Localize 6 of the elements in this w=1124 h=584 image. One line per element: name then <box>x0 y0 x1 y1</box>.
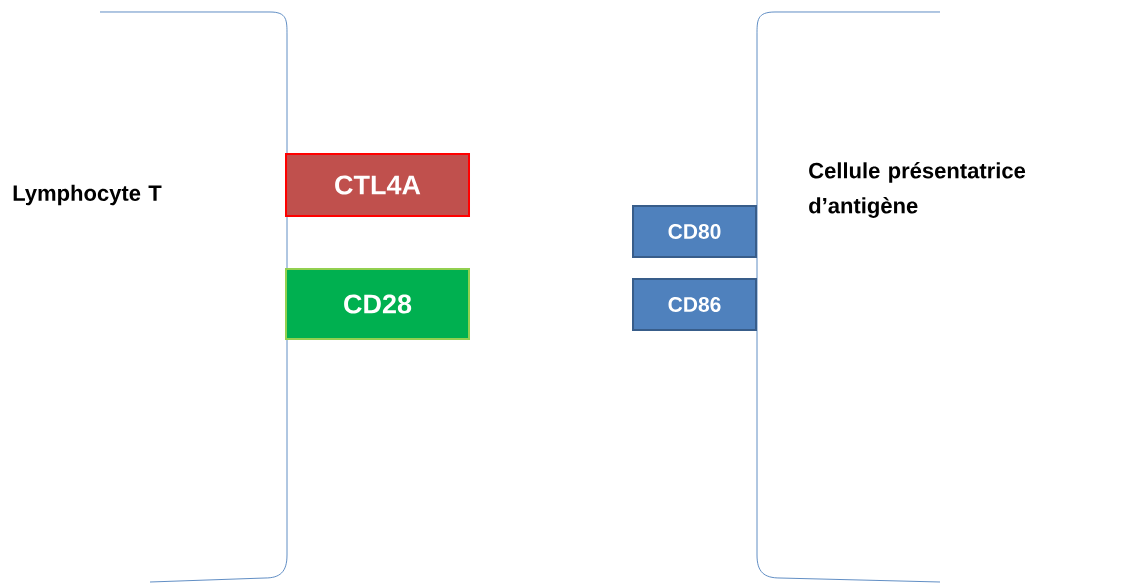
protein-box: CD28 <box>285 268 470 340</box>
protein-box: CTL4A <box>285 153 470 217</box>
cell-label: Lymphocyte T <box>13 184 162 206</box>
protein-box: CD86 <box>632 278 757 331</box>
cell-label: Cellule présentatrice d’antigène <box>809 162 1026 218</box>
protein-box: CD80 <box>632 205 757 258</box>
